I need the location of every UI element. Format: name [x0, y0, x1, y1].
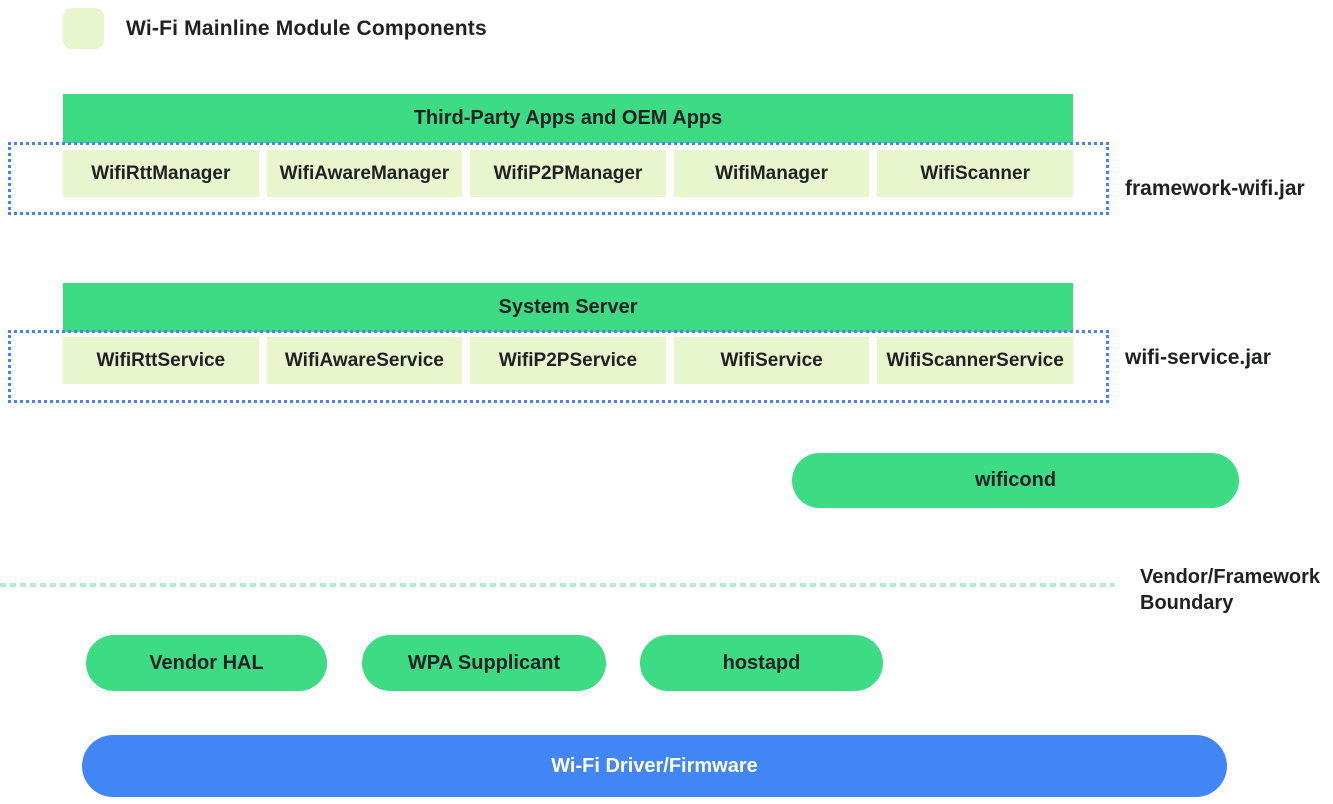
module-box-wifip2pservice: WifiP2PService — [470, 337, 666, 384]
module-box-wifiawareservice: WifiAwareService — [266, 337, 463, 384]
legend-title: Wi-Fi Mainline Module Components — [126, 16, 487, 40]
framework-wifi-jar-label: framework-wifi.jar — [1125, 177, 1305, 200]
vendor-hal-pill: Vendor HAL — [86, 635, 327, 691]
wpa-supplicant-pill: WPA Supplicant — [362, 635, 606, 691]
wifi-service-jar-label: wifi-service.jar — [1125, 346, 1271, 369]
service-row: WifiRttService WifiAwareService WifiP2PS… — [63, 337, 1073, 384]
third-party-apps-header: Third-Party Apps and OEM Apps — [63, 94, 1073, 143]
wifi-service-jar-boundary — [8, 330, 1109, 403]
module-box-wifirttservice: WifiRttService — [63, 337, 259, 384]
module-box-wifiservice: WifiService — [673, 337, 870, 384]
system-server-header: System Server — [63, 283, 1073, 332]
module-box-wifiscannerservice: WifiScannerService — [877, 337, 1073, 384]
module-box-wifiscanner: WifiScanner — [877, 150, 1073, 197]
module-box-wifiawaremanager: WifiAwareManager — [266, 150, 463, 197]
wificond-pill: wificond — [792, 453, 1239, 508]
vendor-framework-boundary-line — [0, 583, 1115, 587]
module-box-wifirttmanager: WifiRttManager — [63, 150, 259, 197]
vendor-framework-boundary-label: Vendor/Framework Boundary — [1140, 566, 1321, 614]
framework-wifi-jar-boundary — [8, 142, 1109, 215]
hostapd-pill: hostapd — [640, 635, 883, 691]
legend-module-swatch — [63, 8, 104, 49]
module-box-wifip2pmanager: WifiP2PManager — [470, 150, 666, 197]
module-box-wifimanager: WifiManager — [673, 150, 870, 197]
framework-manager-row: WifiRttManager WifiAwareManager WifiP2PM… — [63, 150, 1073, 197]
wifi-driver-firmware-bar: Wi-Fi Driver/Firmware — [82, 735, 1227, 797]
